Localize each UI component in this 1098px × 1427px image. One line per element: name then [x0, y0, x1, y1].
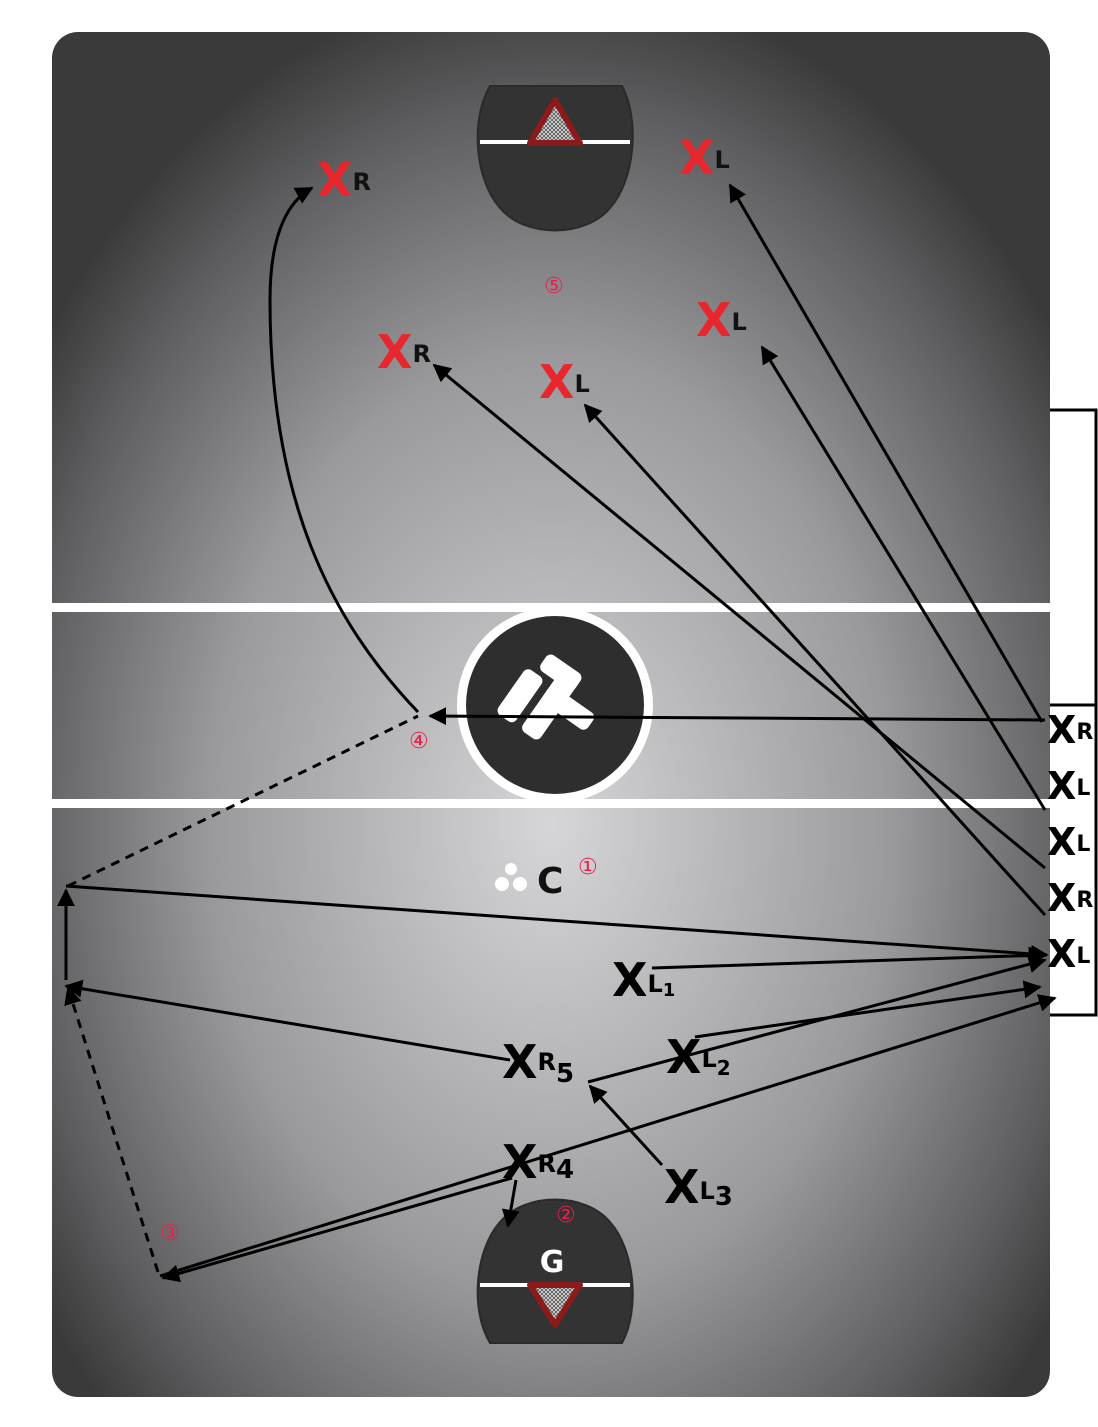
- cut-arrow-curve: [268, 186, 420, 714]
- bottom-goal-crease: G: [476, 1198, 634, 1344]
- l2-upper-arrow: [694, 980, 1042, 1039]
- step-marker-3: ③: [160, 1221, 180, 1246]
- r5-arrow: [64, 979, 511, 1062]
- sideline-player-l1[interactable]: XL: [1047, 764, 1090, 808]
- long-arrow: [159, 994, 1057, 1278]
- top-goal-icon: [527, 97, 583, 146]
- clear-arrow: [65, 884, 1049, 963]
- red-players: XR XL XL XR XL: [317, 131, 747, 409]
- sideline-players: XR XL XL XR XL: [1047, 708, 1093, 976]
- sub-arrow-3: [583, 403, 1047, 917]
- player-red-l1[interactable]: XL: [679, 131, 730, 185]
- sub-arrow-4: [432, 363, 1046, 870]
- bottom-goal-icon: [527, 1282, 583, 1328]
- sub-arrow-2: [760, 345, 1047, 811]
- lower-players: XL1 XR5 XL2 XR4 XL3: [502, 953, 733, 1214]
- player-red-l2[interactable]: XL: [696, 293, 747, 347]
- player-red-r2[interactable]: XR: [377, 325, 431, 379]
- l3-arrow: [588, 1084, 664, 1167]
- r4-down-arrow: [501, 1179, 520, 1228]
- dashed-pass: [67, 714, 419, 888]
- sideline-player-r1[interactable]: XR: [1047, 708, 1093, 752]
- step-marker-4: ④: [409, 729, 429, 754]
- r4-arrow: [161, 1176, 513, 1283]
- l2-arrow: [587, 955, 1047, 1084]
- midfield-line-bottom: [52, 799, 1050, 808]
- player-r4[interactable]: XR4: [502, 1135, 574, 1189]
- player-l3[interactable]: XL3: [664, 1160, 733, 1214]
- player-l1[interactable]: XL1: [612, 953, 675, 1007]
- center-logo: [457, 607, 653, 803]
- player-red-r1[interactable]: XR: [317, 153, 371, 207]
- sideline-bracket: [1050, 408, 1098, 1017]
- cones-icon: [495, 863, 527, 891]
- pass-arrow: [428, 707, 1046, 726]
- player-r5[interactable]: XR5: [502, 1035, 574, 1089]
- step-marker-1: ①: [578, 855, 598, 880]
- goalie-label: G: [540, 1245, 565, 1280]
- top-goal-crease: [476, 85, 634, 232]
- player-red-l3[interactable]: XL: [539, 355, 590, 409]
- step-marker-2: ②: [556, 1203, 576, 1228]
- player-l2[interactable]: XL2: [666, 1030, 731, 1084]
- sideline-player-l2[interactable]: XL: [1047, 820, 1090, 864]
- play-arrows: [57, 183, 1057, 1283]
- sideline-player-l3[interactable]: XL: [1047, 932, 1090, 976]
- step-marker-5: ⑤: [544, 274, 564, 299]
- dashed-outlet: [64, 986, 160, 1273]
- center-label: C: [537, 861, 563, 902]
- sub-arrow-1: [728, 183, 1044, 723]
- sideline-player-r2[interactable]: XR: [1047, 876, 1093, 920]
- l1-arrow: [651, 946, 1047, 970]
